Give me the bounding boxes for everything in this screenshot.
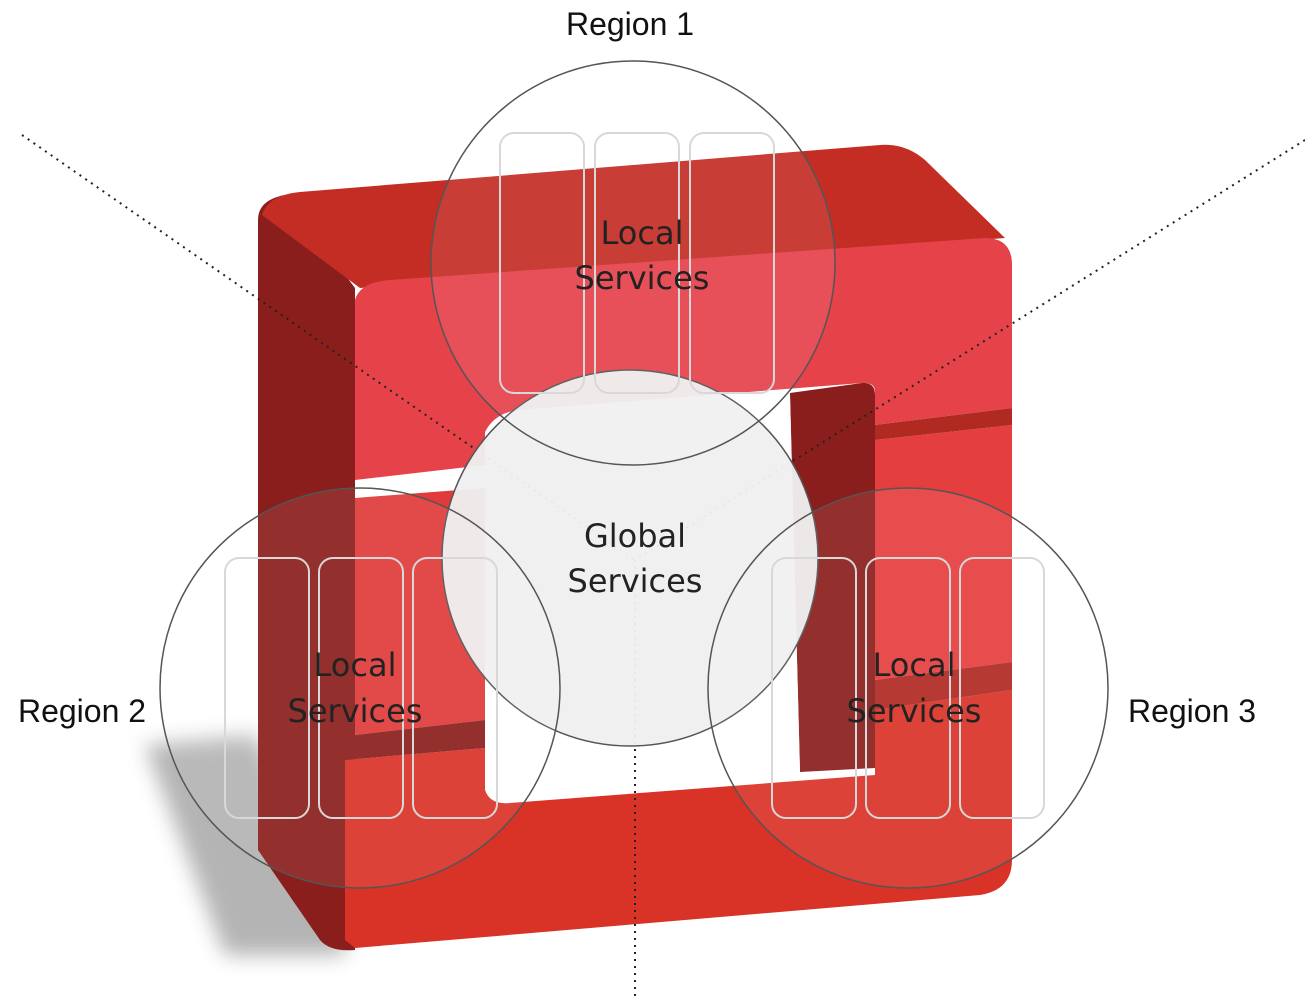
service-box xyxy=(594,132,680,394)
service-box xyxy=(959,557,1045,819)
region-1-label: Region 1 xyxy=(566,6,694,42)
logo-inner-side xyxy=(790,382,875,772)
region-1-services-line2: Services xyxy=(575,259,710,297)
region-1-group xyxy=(430,60,836,466)
logo-bottom-slab xyxy=(345,690,1012,948)
region-2-label: Region 2 xyxy=(18,693,146,729)
region-3-label: Region 3 xyxy=(1128,693,1256,729)
region-1-services-line1: Local xyxy=(601,214,684,252)
logo-notch-shade xyxy=(345,720,485,760)
region-2-circle xyxy=(159,487,561,889)
service-box xyxy=(689,132,775,394)
service-box xyxy=(499,132,585,394)
logo-notch-shade-right xyxy=(875,662,1012,710)
logo-right-wedge xyxy=(875,408,1012,440)
logo-front-top xyxy=(355,238,1012,480)
service-box xyxy=(771,557,857,819)
service-box xyxy=(865,557,951,819)
service-box xyxy=(224,557,310,819)
region-1-circle xyxy=(430,60,836,466)
region-3-group xyxy=(707,487,1109,889)
service-box xyxy=(412,557,498,819)
region-2-services-line2: Services xyxy=(288,692,423,730)
region-3-circle xyxy=(707,487,1109,889)
global-services-line1: Global xyxy=(584,517,686,555)
dotted-line-left xyxy=(21,134,636,561)
region-2-group xyxy=(159,487,561,889)
region-2-services-line1: Local xyxy=(314,646,397,684)
region-3-services-line1: Local xyxy=(873,646,956,684)
service-box xyxy=(318,557,404,819)
global-services-line2: Services xyxy=(568,562,703,600)
logo-left-side xyxy=(258,195,355,951)
region-3-services-line2: Services xyxy=(847,692,982,730)
